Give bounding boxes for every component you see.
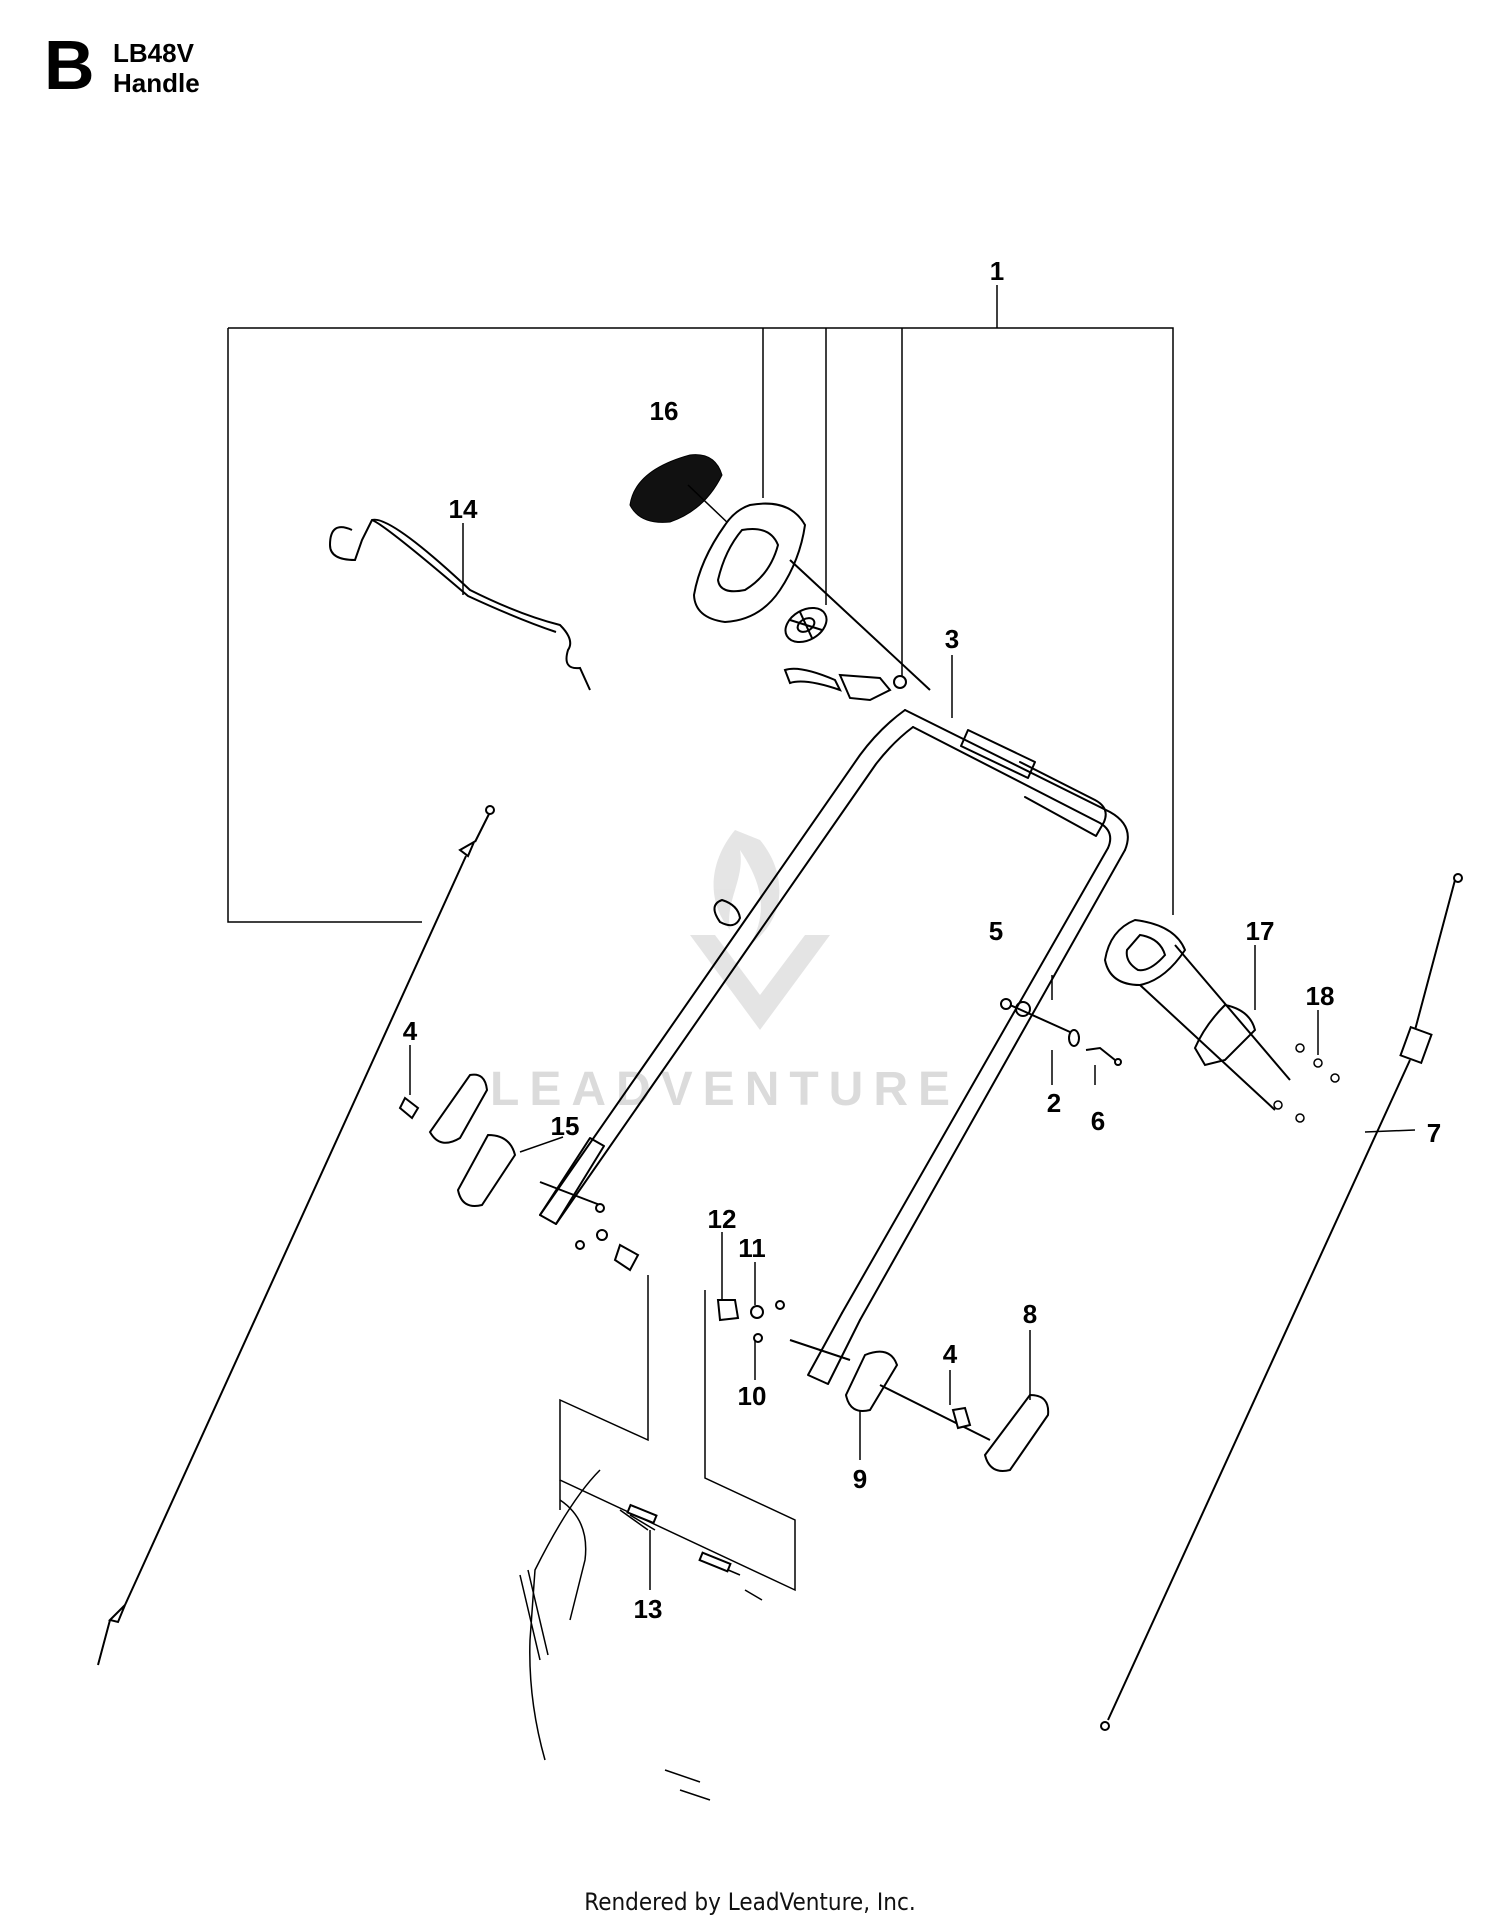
callout-12: 12 <box>708 1204 737 1234</box>
part-7-cable <box>1100 873 1463 1731</box>
callout-1: 1 <box>990 256 1004 286</box>
part-5-nut <box>1000 998 1122 1066</box>
watermark-text: LEADVENTURE <box>490 1063 960 1116</box>
part-16-cap <box>629 454 723 523</box>
detail-lines <box>559 1275 796 1592</box>
part-14-bail <box>328 518 591 691</box>
section-letter: B <box>44 26 95 104</box>
part-left-cable <box>97 805 495 1666</box>
callout-4-right: 4 <box>943 1339 958 1369</box>
leader-lines <box>409 523 1416 1590</box>
callout-9: 9 <box>853 1464 867 1494</box>
callout-4-left: 4 <box>403 1016 418 1046</box>
callout-3: 3 <box>945 624 959 654</box>
part-13-screws <box>626 1503 732 1573</box>
part-18-screws <box>1273 1043 1340 1123</box>
footer-credit: Rendered by LeadVenture, Inc. <box>584 1888 916 1916</box>
callout-16: 16 <box>650 396 679 426</box>
callout-8: 8 <box>1023 1299 1037 1329</box>
callout-11: 11 <box>738 1233 766 1263</box>
callout-7: 7 <box>1427 1118 1441 1148</box>
callout-5: 5 <box>989 916 1003 946</box>
callout-13: 13 <box>634 1594 663 1624</box>
callout-2: 2 <box>1047 1088 1061 1118</box>
callout-18: 18 <box>1306 981 1335 1011</box>
callout-10: 10 <box>738 1381 767 1411</box>
part-switch-housing <box>692 502 931 691</box>
detail-sketch <box>519 1469 763 1801</box>
part-left-pivot <box>398 1073 640 1272</box>
leadventure-watermark: LEADVENTURE <box>490 830 960 1116</box>
callout-15: 15 <box>551 1111 580 1141</box>
diagram-title: Handle <box>113 68 200 98</box>
part-knob-wheel <box>784 606 828 644</box>
part-17-bracket <box>1103 918 1291 1111</box>
callout-labels: 1 16 14 3 5 17 18 4 15 2 6 7 12 11 8 4 1… <box>403 256 1441 1624</box>
callout-14: 14 <box>449 494 478 524</box>
handle-frame <box>539 709 1129 1385</box>
model-name: LB48V <box>113 38 194 68</box>
assembly-1-bracket <box>227 285 1174 923</box>
callout-17: 17 <box>1246 916 1275 946</box>
part-switch-lever <box>783 667 907 702</box>
callout-6: 6 <box>1091 1106 1105 1136</box>
part-right-pivot <box>716 1299 1050 1472</box>
